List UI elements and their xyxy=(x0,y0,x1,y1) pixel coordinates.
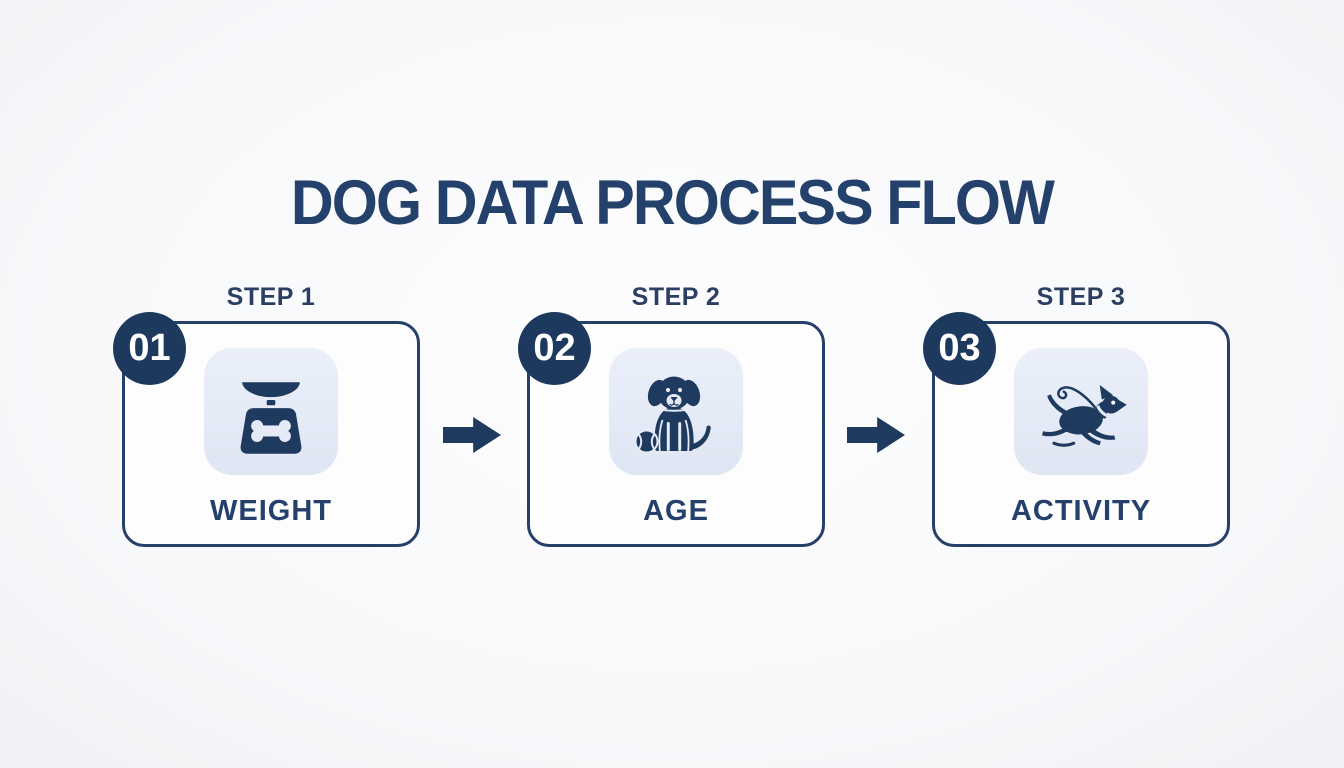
running-dog-leash-icon xyxy=(1042,384,1127,447)
icon-tile xyxy=(204,348,338,475)
step-card-activity: 03 ACTIVITY xyxy=(923,312,1230,547)
step-name-label: AGE xyxy=(643,495,709,527)
step-card-weight: 01 WEIGHT xyxy=(113,312,420,547)
step-number-badge: 02 xyxy=(518,312,591,385)
icon-tile xyxy=(1014,348,1148,475)
step-card-age: 02 xyxy=(518,312,825,547)
right-arrow-icon xyxy=(847,416,905,454)
step-number-badge: 01 xyxy=(113,312,186,385)
icon-tile xyxy=(609,348,743,475)
weight-scale-bone-icon xyxy=(240,381,302,454)
step-number-badge: 03 xyxy=(923,312,996,385)
step-2-heading: STEP 2 xyxy=(631,283,721,311)
step-3-heading: STEP 3 xyxy=(1036,283,1126,311)
page-title: DOG DATA PROCESS FLOW xyxy=(290,168,1055,239)
sitting-puppy-ball-icon xyxy=(634,376,711,453)
step-name-label: ACTIVITY xyxy=(1010,495,1152,527)
step-name-label: WEIGHT xyxy=(210,495,332,527)
dog-eye-dot xyxy=(1111,400,1116,405)
step-1-heading: STEP 1 xyxy=(226,283,316,311)
right-arrow-icon xyxy=(443,416,501,454)
